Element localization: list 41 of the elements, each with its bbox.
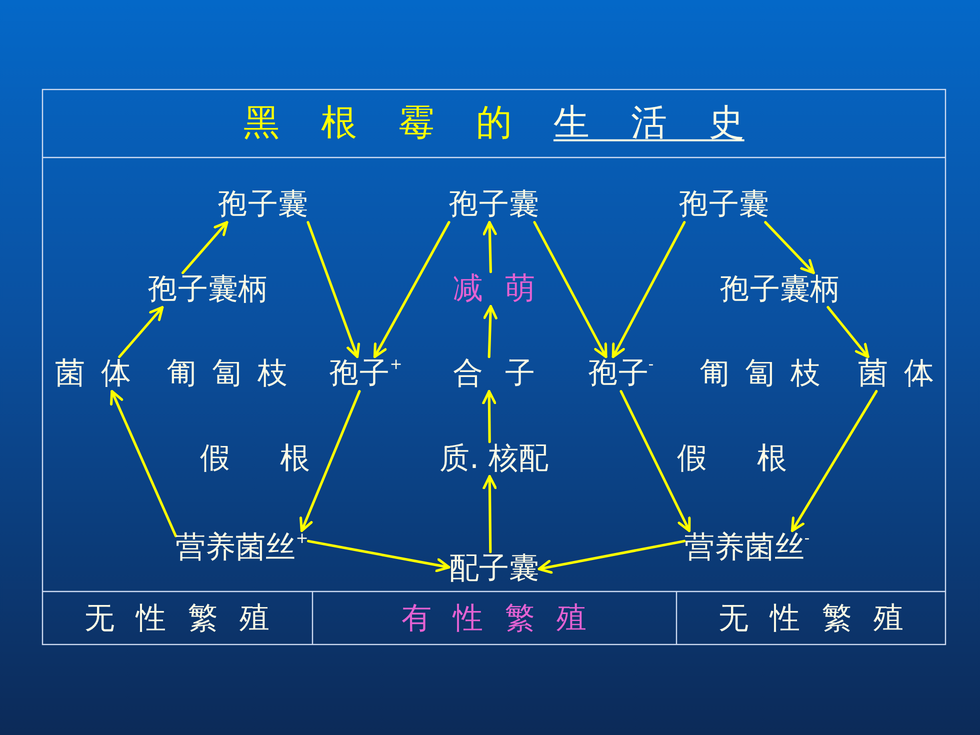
arrow <box>110 390 177 538</box>
arrow <box>620 390 691 532</box>
category-label: 无 性 繁 殖 <box>84 602 270 636</box>
stage-label: 营养菌丝$^{+}$ <box>176 530 308 566</box>
arrow <box>482 221 497 274</box>
stage-label: 孢子囊柄 <box>720 272 840 308</box>
stage-label: 孢子囊 <box>449 188 539 222</box>
structure-label: 匍 匐 枝 <box>699 356 821 392</box>
stage-label: 孢子$^{+}$ <box>330 356 402 392</box>
arrow <box>482 390 496 444</box>
title: 黑 根 霉 的 生 活 史 <box>244 102 744 144</box>
category-label: 无 性 繁 殖 <box>718 602 904 636</box>
structure-label: 匍 匐 枝 <box>166 356 288 392</box>
arrow <box>482 475 497 554</box>
stage-label: 孢子囊 <box>218 188 308 222</box>
stage-label: 减 萌 <box>453 272 535 306</box>
stage-label: 配子囊 <box>449 552 539 586</box>
arrow <box>373 221 450 358</box>
stage-label: 质. 核配 <box>439 442 549 476</box>
arrow <box>306 221 360 358</box>
stage-label: 营养菌丝$^{-}$ <box>684 530 810 566</box>
arrow <box>118 306 164 358</box>
stage-label: 合 子 <box>453 356 535 392</box>
stage-label: 菌 体 <box>858 356 934 392</box>
arrow <box>307 540 450 572</box>
arrow <box>538 540 686 574</box>
structure-label: 假 根 <box>677 442 787 476</box>
stage-label: 菌 体 <box>55 356 131 392</box>
stage-label: 孢子囊柄 <box>148 272 268 308</box>
arrow <box>483 305 498 358</box>
category-label: 有 性 繁 殖 <box>402 602 586 636</box>
arrow <box>764 221 815 274</box>
arrow <box>826 306 870 358</box>
arrow <box>533 221 608 358</box>
stage-label: 孢子$^{-}$ <box>588 356 654 392</box>
arrow <box>300 390 361 532</box>
arrow <box>612 221 686 358</box>
structure-label: 假 根 <box>200 442 310 476</box>
arrow <box>790 390 878 532</box>
arrow <box>182 221 228 274</box>
stage-label: 孢子囊 <box>679 188 769 222</box>
